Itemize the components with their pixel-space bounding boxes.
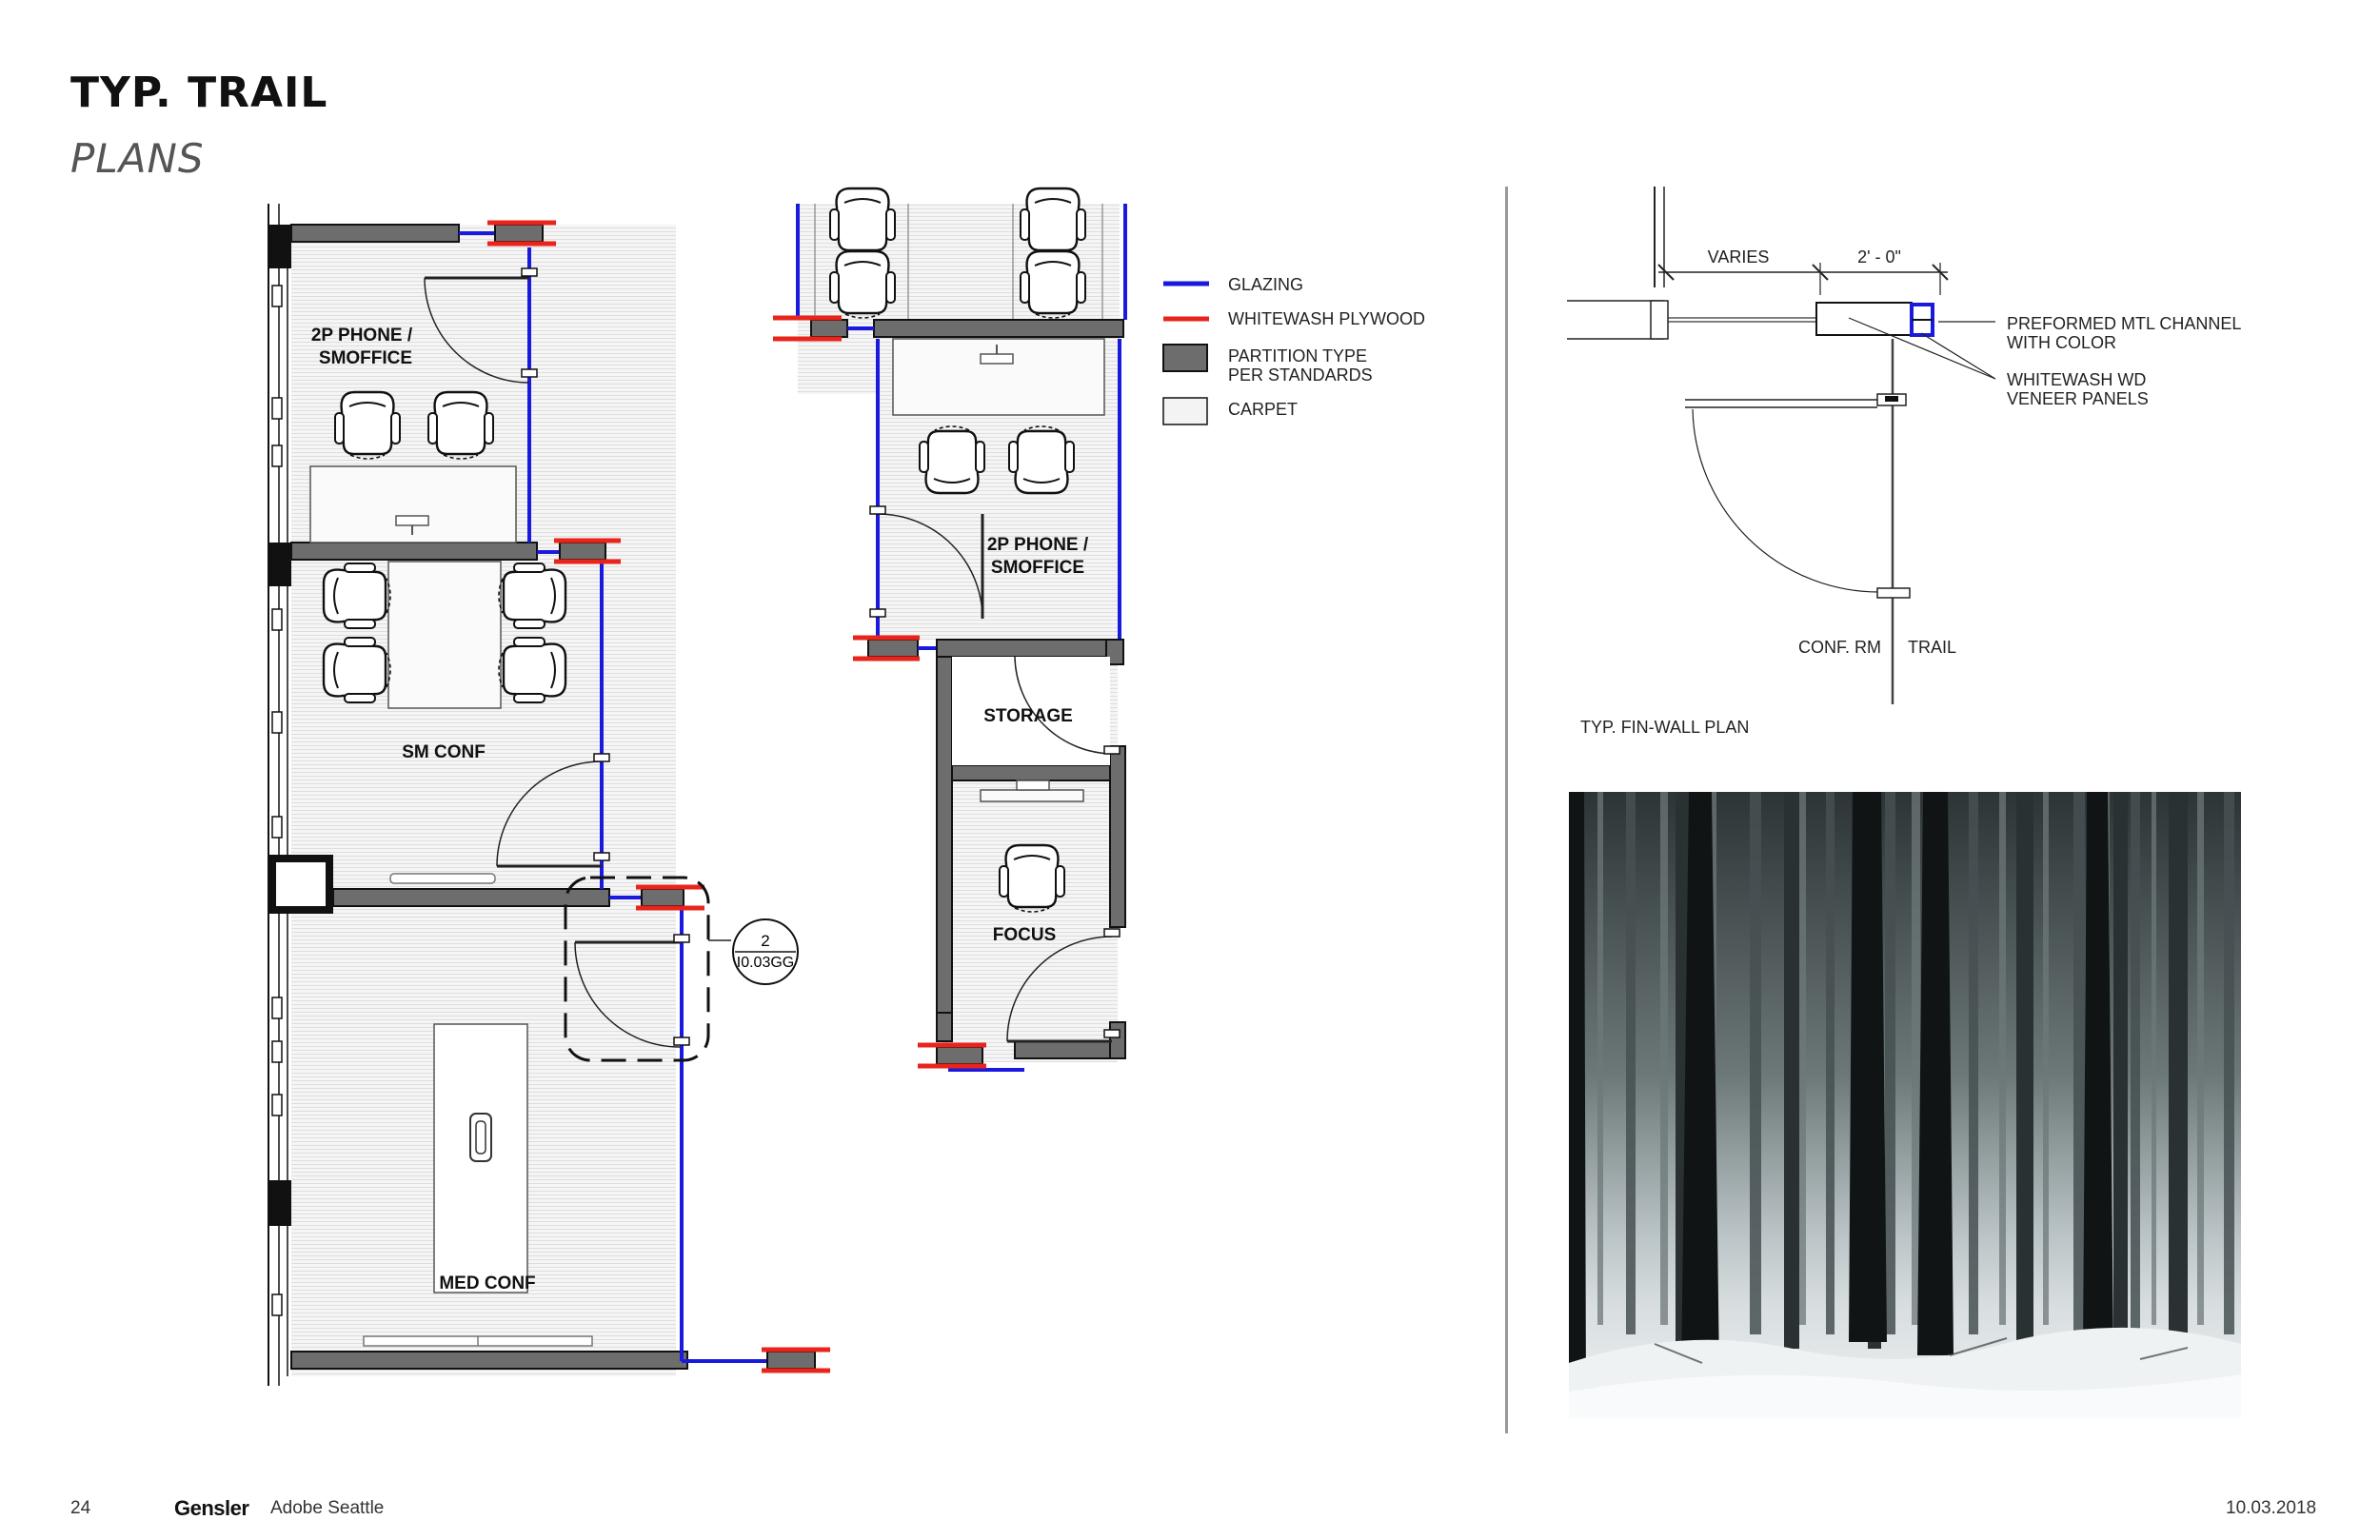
detail-caption: TYP. FIN-WALL PLAN (1580, 718, 1749, 737)
room-label-phone-1: 2P PHONE / (311, 326, 413, 346)
detail-whitewash-1: WHITEWASH WD (2007, 370, 2146, 389)
legend-partition-2: PER STANDARDS (1228, 365, 1373, 385)
detail-varies: VARIES (1708, 247, 1770, 267)
left-plan: 2P PHONE / SMOFFICE SM CONF MED CONF 2 I… (268, 204, 830, 1386)
brand-logo: Gensler (174, 1496, 249, 1520)
project-name: Adobe Seattle (270, 1498, 385, 1518)
legend-glazing: GLAZING (1228, 275, 1303, 294)
room-label-phone-2-sub: SMOFFICE (991, 558, 1084, 578)
room-label-phone-1-sub: SMOFFICE (319, 348, 412, 368)
forest-photo (1569, 792, 2241, 1418)
callout-number: 2 (761, 932, 769, 950)
room-label-sm-conf: SM CONF (402, 742, 486, 762)
room-label-storage: STORAGE (983, 706, 1073, 726)
middle-plan: 2P PHONE / SMOFFICE STORAGE FOCUS (773, 187, 1127, 1072)
detail-preformed-2: WITH COLOR (2007, 333, 2116, 352)
fin-wall-detail: VARIES 2' - 0" PREFORMED MTL CHANNEL WIT… (1567, 187, 2241, 737)
detail-trail: TRAIL (1908, 638, 1956, 657)
detail-conf-rm: CONF. RM (1798, 638, 1881, 657)
page-number: 24 (70, 1498, 91, 1518)
date: 10.03.2018 (2226, 1498, 2317, 1518)
page-title: TYP. TRAIL (70, 69, 328, 117)
legend-whitewash: WHITEWASH PLYWOOD (1228, 309, 1425, 328)
legend-carpet-swatch (1162, 397, 1208, 425)
detail-preformed-1: PREFORMED MTL CHANNEL (2007, 314, 2241, 333)
vertical-divider (1505, 187, 1508, 1433)
detail-whitewash-2: VENEER PANELS (2007, 389, 2149, 408)
legend-partition-swatch (1162, 344, 1208, 372)
page-subtitle: PLANS (70, 135, 205, 182)
legend: GLAZING WHITEWASH PLYWOOD PARTITION TYPE… (1162, 275, 1425, 425)
callout-sheet: I0.03GG (737, 955, 794, 971)
room-label-phone-2: 2P PHONE / (987, 535, 1089, 555)
legend-carpet: CARPET (1228, 400, 1298, 419)
detail-dimension: 2' - 0" (1857, 247, 1901, 267)
legend-partition-1: PARTITION TYPE (1228, 346, 1367, 365)
room-label-med-conf: MED CONF (439, 1273, 535, 1293)
room-label-focus: FOCUS (993, 925, 1057, 945)
